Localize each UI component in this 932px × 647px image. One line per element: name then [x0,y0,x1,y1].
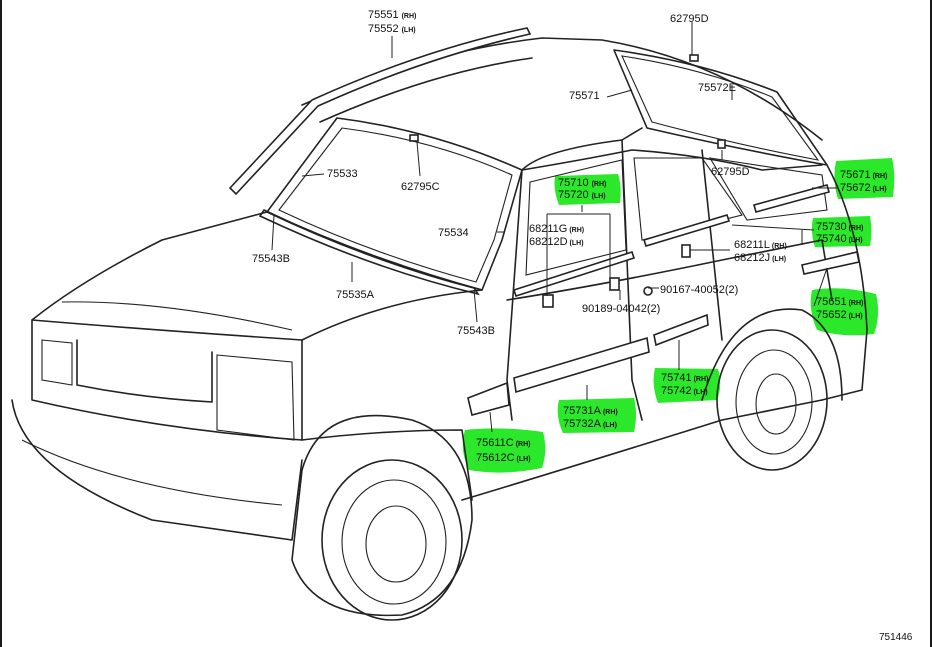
highlight-fender-front [462,428,546,473]
label-back-glass-top: 75572E [698,82,736,94]
label-roof-lh: 75552(LH) [368,23,416,35]
label-roof-rh: 75551(RH) [368,9,416,21]
highlight-quarter [834,158,895,199]
label-rear-belt-lh: 75740(LH) [816,233,863,245]
label-fender-rear-lh: 75652(LH) [816,309,863,321]
label-ws-side: 75534 [438,227,469,239]
label-door-rear-rh: 75741(RH) [661,372,708,384]
diagram-id: 751446 [879,632,913,643]
label-ws-clip: 62795C [401,181,440,193]
highlight-marks [462,158,895,473]
label-quarter-lh: 75672(LH) [840,182,887,194]
label-ws-lower: 75535A [336,289,375,301]
label-door-front-rh: 75731A(RH) [563,405,618,417]
vehicle-outline [11,27,868,621]
label-fender-rear-rh: 75651(RH) [816,296,863,308]
label-fastener-b: 90189-04042(2) [582,303,660,315]
label-clip-front-rh: 68211G(RH) [529,223,584,235]
highlight-door-front [557,398,636,433]
label-ws-corner-upper: 75543B [252,253,290,265]
label-back-glass-side: 75571 [569,90,600,102]
label-door-rear-lh: 75742(LH) [661,385,708,397]
label-clip-rear-lh: 68212J(LH) [734,252,786,264]
label-belt-rh: 75710(RH) [558,177,606,189]
label-fender-front-rh: 75611C(RH) [476,437,531,449]
label-door-front-lh: 75732A(LH) [563,418,617,430]
label-clip-top: 62795D [670,13,709,25]
label-ws-corner-lower: 75543B [457,325,495,337]
part-labels: 75551(RH) 75552(LH) 62795D 75571 75572E … [252,9,913,643]
highlight-fender-rear [810,288,879,336]
highlight-rear-belt [811,216,872,247]
label-clip-rear-rh: 68211L(RH) [734,239,787,251]
label-fender-front-lh: 75612C(LH) [476,452,531,464]
label-ws-upper: 75533 [327,168,358,180]
highlight-belt-front [554,174,621,205]
label-clip-front-lh: 68212D(LH) [529,236,584,248]
leader-lines [271,22,838,433]
label-belt-lh: 75720(LH) [558,189,606,201]
label-rear-clip: 62795D [711,166,750,178]
label-quarter-rh: 75671(RH) [840,169,887,181]
label-fastener-a: 90167-40052(2) [660,284,738,296]
label-rear-belt-rh: 75730(RH) [816,221,863,233]
